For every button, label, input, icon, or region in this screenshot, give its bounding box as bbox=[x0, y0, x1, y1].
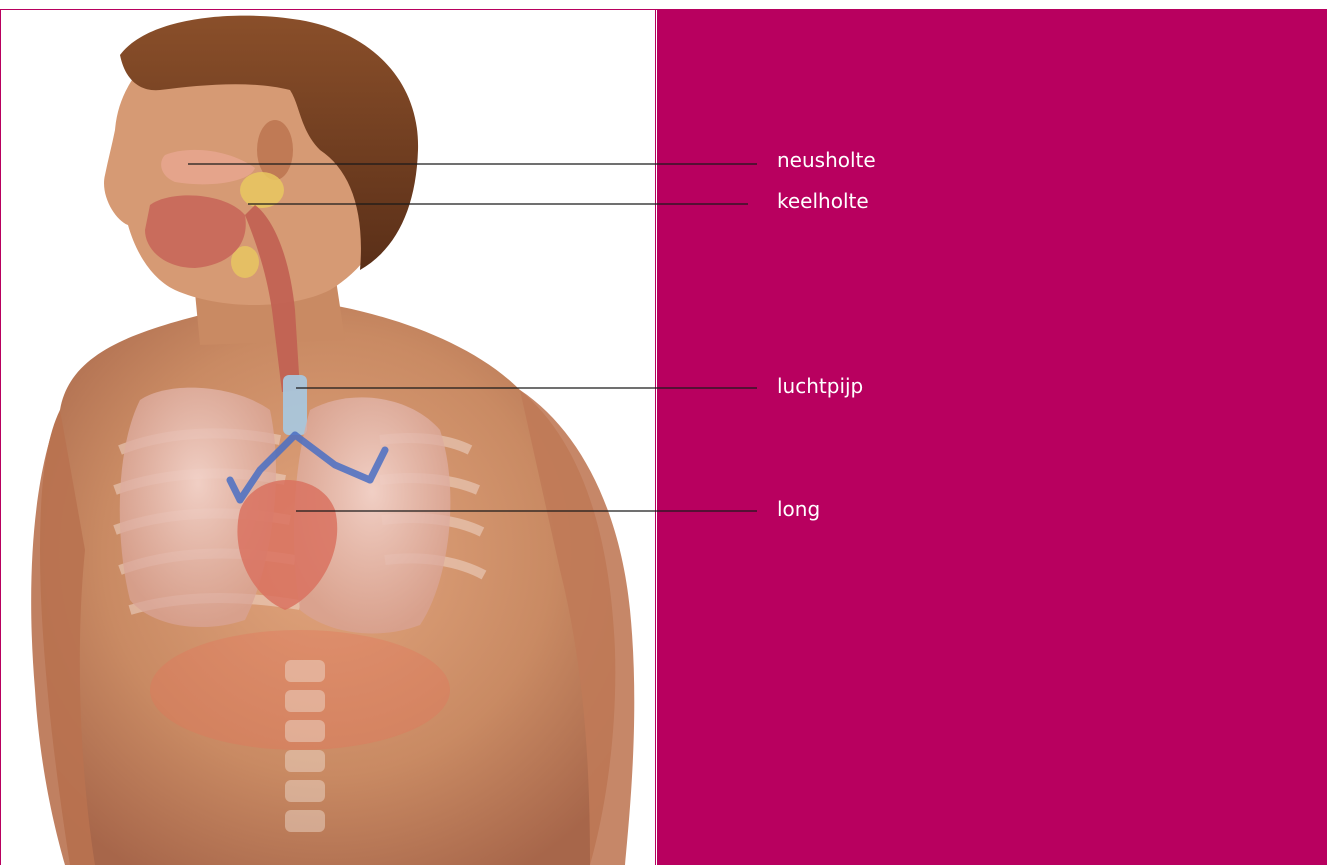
anatomy-illustration bbox=[0, 10, 656, 865]
trachea-organ bbox=[283, 375, 307, 435]
anatomy-illustration-panel bbox=[0, 10, 656, 865]
label-panel bbox=[657, 10, 1327, 865]
label-nasal-cavity: neusholte bbox=[777, 148, 876, 172]
label-pharynx: keelholte bbox=[777, 189, 869, 213]
label-trachea: luchtpijp bbox=[777, 374, 863, 398]
gland-shape bbox=[240, 172, 284, 208]
ear-shape bbox=[257, 120, 293, 180]
label-lung: long bbox=[777, 497, 820, 521]
